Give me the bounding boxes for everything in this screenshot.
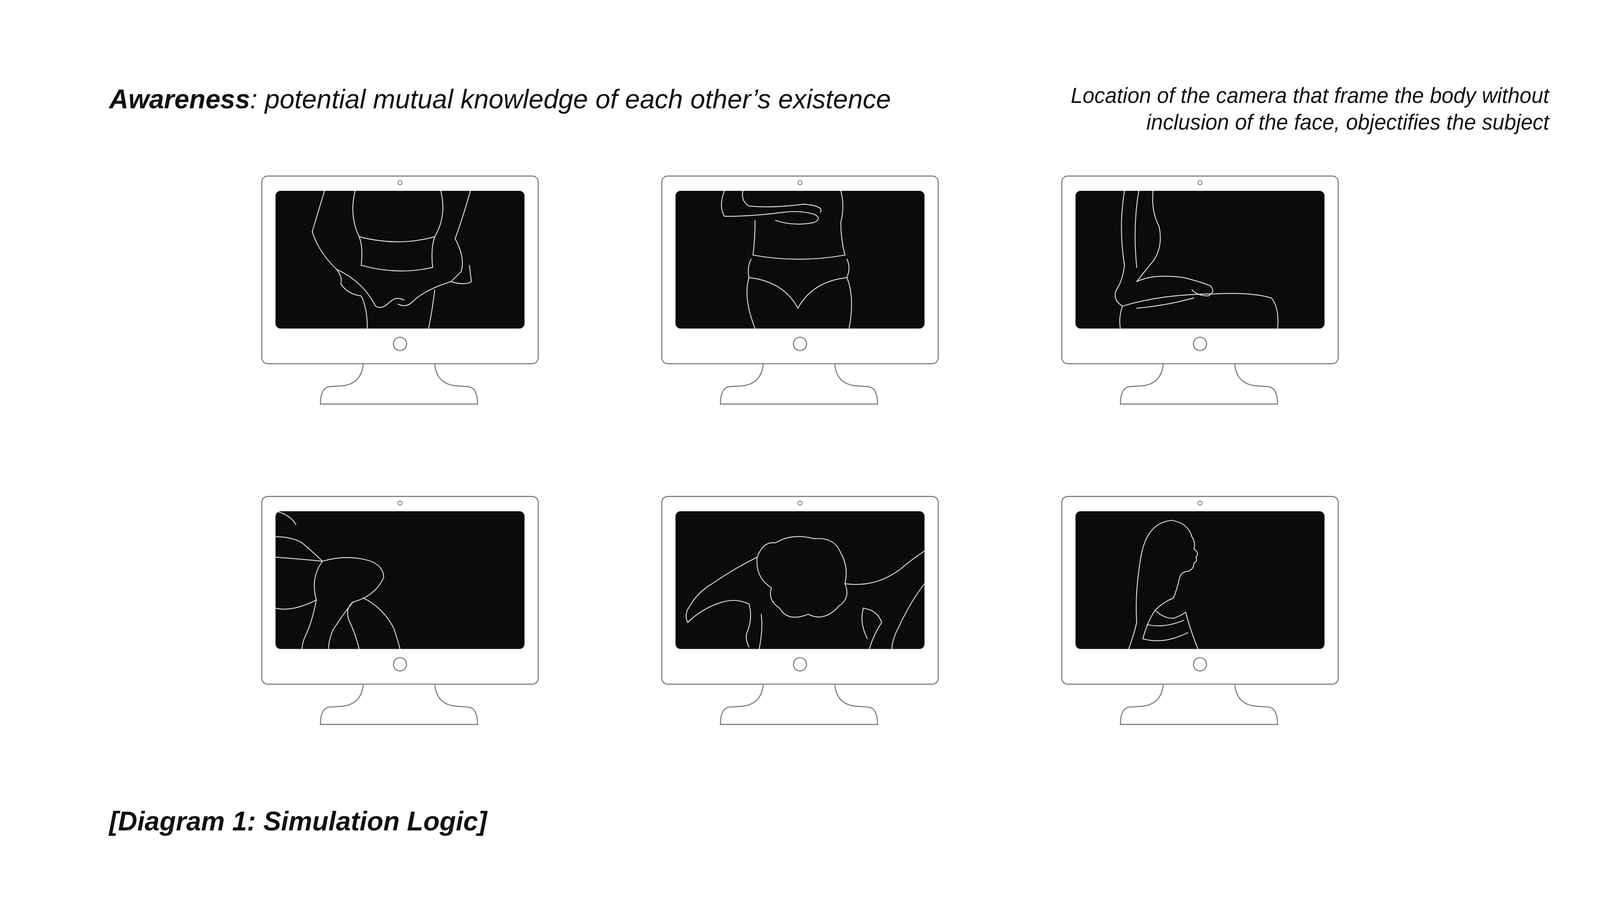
caption-text: [Diagram 1: Simulation Logic] (109, 806, 488, 837)
diagram-caption: [Diagram 1: Simulation Logic] (109, 805, 488, 837)
monitor (261, 496, 539, 725)
monitor (661, 175, 939, 404)
monitor (1061, 175, 1339, 404)
diagram-title: Awareness: potential mutual knowledge of… (109, 83, 891, 116)
monitor (261, 175, 539, 404)
annotation-note: Location of the camera that frame the bo… (982, 82, 1550, 136)
title-text: : potential mutual knowledge of each oth… (250, 84, 891, 115)
note-text: Location of the camera that frame the bo… (1070, 83, 1550, 135)
monitor (1061, 496, 1339, 725)
monitor (661, 496, 939, 725)
title-keyword: Awareness (109, 84, 250, 115)
